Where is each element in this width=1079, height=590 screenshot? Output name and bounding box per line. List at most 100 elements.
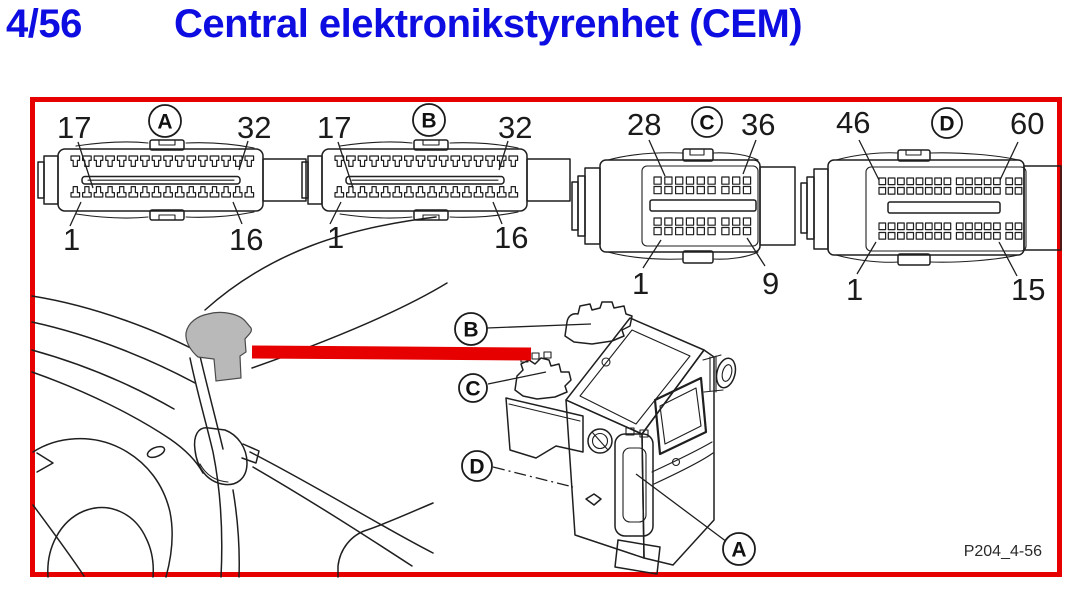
belt-line xyxy=(249,451,434,554)
hood-line-1 xyxy=(31,295,207,357)
badge-letter: C xyxy=(699,112,714,135)
bottom-tab xyxy=(897,253,931,266)
connector-b-leaders xyxy=(329,140,509,225)
left-cap-rib2 xyxy=(571,181,579,231)
module-slot-outer xyxy=(653,376,708,456)
right-face-lines xyxy=(651,441,714,485)
inner-recess xyxy=(865,166,1027,252)
top-tab-notch xyxy=(422,139,440,146)
callout-circle xyxy=(722,532,756,566)
housing-shoulder xyxy=(75,141,255,219)
hood-chevron xyxy=(36,452,54,473)
connector-c-top-left-pin: 28 xyxy=(627,107,661,142)
connector-c-badge: C xyxy=(691,106,723,138)
connector-c-bottom-right-pin: 9 xyxy=(762,266,779,301)
connector-b-pins xyxy=(334,155,519,198)
connector-c-diagram xyxy=(571,148,796,264)
right-block xyxy=(262,158,307,202)
car-sketch xyxy=(31,216,448,578)
middle-slot xyxy=(649,199,757,212)
socket-tab xyxy=(639,429,649,438)
connector-a-bottom-left-pin: 1 xyxy=(63,222,80,257)
left-cap xyxy=(584,167,601,245)
connector-b-top-left-pin: 17 xyxy=(317,110,351,145)
callout-circle xyxy=(461,450,493,482)
cem-location-highlight xyxy=(185,311,252,382)
housing-shoulder xyxy=(835,152,1019,263)
leader-callout-c xyxy=(487,371,547,385)
left-cap xyxy=(307,155,323,205)
section-number: 4/56 xyxy=(6,2,82,46)
connector-c-top-right-pin: 36 xyxy=(741,107,775,142)
c-bracket-tooth xyxy=(531,352,540,360)
connector-a-leaders xyxy=(69,140,249,227)
figure-frame xyxy=(30,97,1062,577)
mounting-tray-line xyxy=(508,403,581,422)
right-block xyxy=(759,166,796,246)
hood-line-2 xyxy=(31,321,196,384)
leader-callout-b xyxy=(486,323,592,329)
module-callout-c: C xyxy=(458,373,488,403)
callout-circle xyxy=(458,373,488,403)
left-cap-rib xyxy=(301,161,309,199)
connector-c-pins xyxy=(653,176,752,236)
mirror-glass-line xyxy=(199,463,229,483)
housing-body xyxy=(599,159,761,253)
page-title: Central elektronikstyrenhet (CEM) xyxy=(174,2,803,46)
mounting-tray xyxy=(505,397,584,459)
right-block xyxy=(526,158,571,202)
left-cap-rib2 xyxy=(800,182,808,234)
bottom-tab xyxy=(682,250,714,264)
socket-tab xyxy=(625,427,635,436)
callout-letter: A xyxy=(731,539,746,562)
connector-a-bottom-right-pin: 16 xyxy=(229,222,263,257)
module-callout-leaders xyxy=(486,323,728,543)
connector-a-top-left-pin: 17 xyxy=(57,110,91,145)
connector-b-diagram xyxy=(301,139,571,221)
callout-letter: B xyxy=(463,319,478,342)
cylinder-ridges xyxy=(709,355,717,393)
module-screw-inner xyxy=(591,432,609,450)
location-arrow xyxy=(251,345,532,361)
module-top-hole xyxy=(601,357,611,367)
callout-letter: C xyxy=(465,378,480,401)
leader-callout-d xyxy=(492,466,574,488)
connector-d-top-right-pin: 60 xyxy=(1010,106,1044,141)
connector-d-bottom-left-pin: 1 xyxy=(846,272,863,307)
badge-circle xyxy=(412,103,446,137)
left-cap-rib xyxy=(806,176,815,240)
module-side-knob xyxy=(585,493,602,506)
fender-line xyxy=(31,371,204,474)
mirror-housing xyxy=(193,427,248,486)
module-connector-c-bracket xyxy=(514,357,572,400)
bottom-tab-notch xyxy=(422,214,440,221)
top-tab-notch xyxy=(905,149,922,156)
connector-a-top-right-pin: 32 xyxy=(237,110,271,145)
cylinder xyxy=(715,357,737,389)
bottom-tab-notch xyxy=(158,214,176,221)
connector-d-leaders xyxy=(856,139,1019,277)
bumper-corner xyxy=(32,504,85,577)
connector-b-top-right-pin: 32 xyxy=(498,110,532,145)
inner-recess xyxy=(641,165,759,247)
callout-circle xyxy=(454,312,488,346)
connector-d-top-left-pin: 46 xyxy=(836,105,870,140)
housing-body xyxy=(827,159,1025,256)
cylinder-inner xyxy=(721,364,733,382)
housing-shoulder xyxy=(607,152,759,260)
left-cap xyxy=(43,155,59,205)
connector-a-socket xyxy=(614,433,654,537)
connector-a-badge: A xyxy=(148,104,182,138)
cylinder-links xyxy=(702,354,724,393)
top-tab-notch xyxy=(689,148,705,156)
connector-a-pins xyxy=(70,155,255,198)
module-callout-b: B xyxy=(454,312,488,346)
connector-a-diagram xyxy=(37,139,307,221)
connector-c-leaders xyxy=(642,139,766,269)
connector-d-pins xyxy=(878,177,1023,240)
a-pillar-line xyxy=(251,282,448,369)
door-shut-line xyxy=(232,489,240,578)
left-cap xyxy=(813,168,829,250)
connector-b-badge: B xyxy=(412,103,446,137)
badge-circle xyxy=(691,106,723,138)
